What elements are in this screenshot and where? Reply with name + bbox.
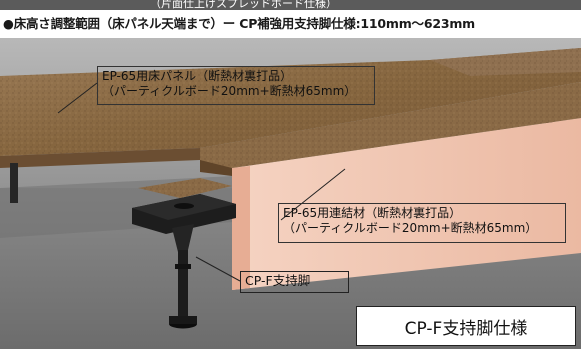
leg-callout: CP-F支持脚 (240, 271, 349, 293)
panel-callout: EP-65用床パネル（断熱材裏打品） （パーティクルボード20mm+断熱材65m… (97, 66, 375, 105)
caption-text: CP-F支持脚仕様 (404, 318, 528, 339)
connector-callout: EP-65用連結材（断熱材裏打品） （パーティクルボード20mm+断熱材65mm… (278, 203, 566, 243)
panel-callout-line1: EP-65用床パネル（断熱材裏打品） (102, 69, 293, 83)
insulation-block (232, 118, 581, 290)
rear-floor-panel (430, 48, 581, 76)
top-banner-text: （片面仕上げスプレッドボード仕様） (150, 0, 337, 10)
connector-callout-line1: EP-65用連結材（断熱材裏打品） (283, 206, 462, 220)
floor-panel (0, 48, 581, 168)
left-support-leg (10, 163, 18, 203)
top-banner: （片面仕上げスプレッドボード仕様） (0, 0, 581, 10)
connector-callout-line2: （パーティクルボード20mm+断熱材65mm） (283, 221, 538, 235)
callout-leaders (57, 82, 346, 282)
spec-heading: ●床高さ調整範囲（床パネル天端まで）ー CP補強用支持脚仕様:110mm〜623… (3, 16, 475, 31)
panel-callout-line2: （パーティクルボード20mm+断熱材65mm） (102, 84, 357, 98)
pedestal-head (132, 178, 236, 234)
connector-board (200, 82, 581, 176)
caption-box: CP-F支持脚仕様 (356, 306, 576, 346)
foreground-support-leg (169, 224, 197, 329)
product-photo (0, 38, 581, 349)
